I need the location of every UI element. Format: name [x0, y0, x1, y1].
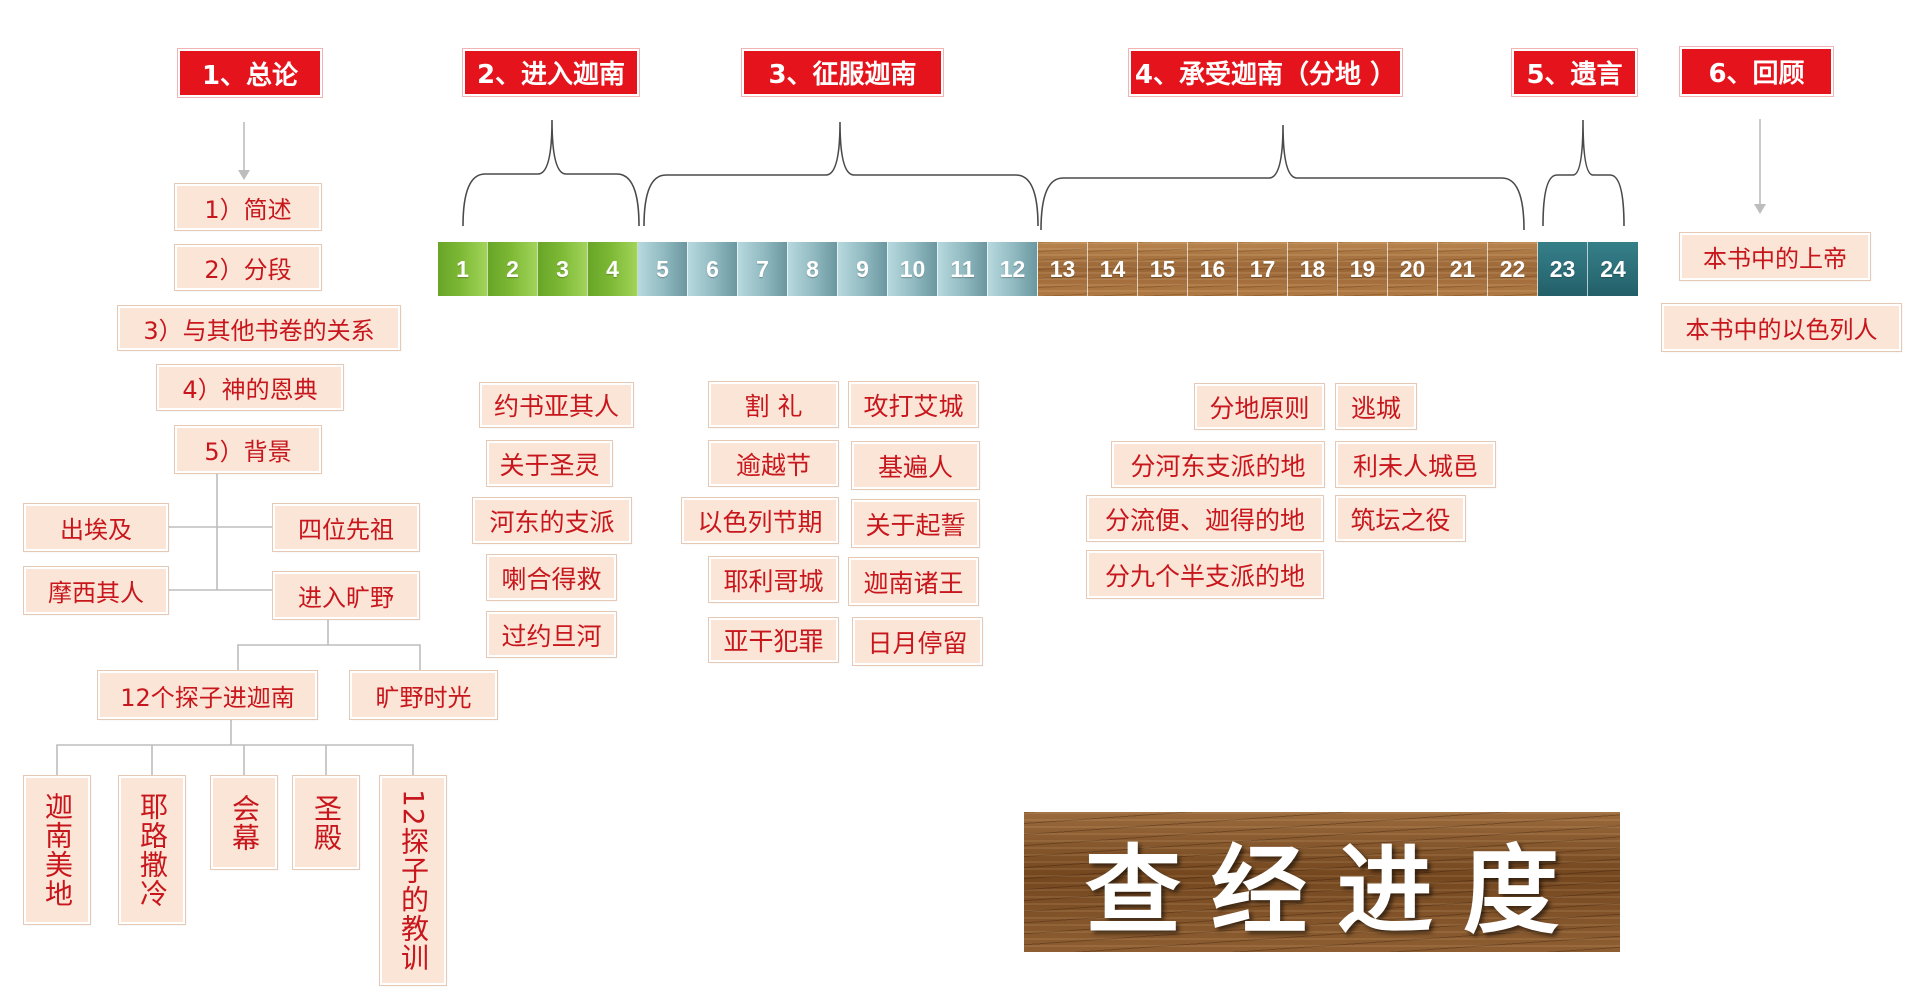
overview-item-outline: 2）分段 — [175, 245, 321, 290]
section-header-inheritance: 4、承受迦南（分地 ） — [1129, 49, 1402, 96]
conquest-topic-circumcision: 割 礼 — [709, 382, 838, 427]
chapter-cell-8: 8 — [788, 242, 838, 296]
chapter-cell-7: 7 — [738, 242, 788, 296]
section-header-conquest: 3、征服迦南 — [742, 49, 943, 96]
chapter-cell-1: 1 — [438, 242, 488, 296]
chapter-cell-9: 9 — [838, 242, 888, 296]
wilderness-years: 旷野时光 — [350, 671, 497, 719]
chapter-cell-20: 20 — [1388, 242, 1438, 296]
chapter-cell-23: 23 — [1538, 242, 1588, 296]
conquest-topic-kings: 迦南诸王 — [849, 558, 978, 605]
inheritance-topic-principle: 分地原则 — [1195, 384, 1324, 429]
chapter-cell-2: 2 — [488, 242, 538, 296]
conquest-topic-jericho: 耶利哥城 — [709, 557, 838, 602]
background-moses: 摩西其人 — [24, 567, 168, 614]
entering-topic-5: 过约旦河 — [487, 612, 616, 657]
section-header-entering: 2、进入迦南 — [463, 49, 639, 96]
arrow-review-head — [1754, 204, 1766, 214]
connector-wilderness-branch — [237, 644, 421, 671]
chapter-cell-13: 13 — [1038, 242, 1088, 296]
chapter-cell-11: 11 — [938, 242, 988, 296]
brace-chapters-23-24 — [1542, 119, 1625, 227]
entering-topic-3: 河东的支派 — [473, 498, 631, 543]
wilderness-spies: 12个探子进迦南 — [98, 671, 317, 719]
conquest-topic-achan: 亚干犯罪 — [709, 618, 838, 662]
arrow-overview-head — [238, 170, 250, 180]
overview-item-background: 5）背景 — [175, 426, 321, 473]
chapter-cell-5: 5 — [638, 242, 688, 296]
section-header-review: 6、回顾 — [1680, 47, 1833, 96]
overview-item-relation: 3）与其他书卷的关系 — [118, 306, 400, 350]
review-topic-god: 本书中的上帝 — [1680, 233, 1870, 280]
spies-topic-tabernacle: 会幕 — [211, 776, 277, 869]
chapter-bar: 1 2 3 4 5 6 7 8 9 10 11 12 13 14 15 16 1… — [438, 242, 1638, 296]
review-topic-israel: 本书中的以色列人 — [1662, 304, 1901, 351]
progress-title-panel: 查经进度 — [1024, 812, 1620, 952]
overview-item-grace: 4）神的恩典 — [157, 365, 343, 410]
brace-chapters-1-4 — [462, 119, 640, 227]
conquest-topic-passover: 逾越节 — [709, 441, 838, 486]
conquest-topic-feasts: 以色列节期 — [682, 498, 838, 543]
inheritance-topic-levite-cities: 利未人城邑 — [1336, 442, 1495, 487]
chapter-cell-3: 3 — [538, 242, 588, 296]
chapter-cell-6: 6 — [688, 242, 738, 296]
chapter-cell-14: 14 — [1088, 242, 1138, 296]
chapter-cell-10: 10 — [888, 242, 938, 296]
inheritance-topic-nine-half: 分九个半支派的地 — [1087, 551, 1323, 598]
background-patriarchs: 四位先祖 — [273, 504, 419, 551]
conquest-topic-sun-moon: 日月停留 — [853, 618, 982, 665]
entering-topic-4: 喇合得救 — [487, 555, 616, 600]
conquest-topic-oath: 关于起誓 — [852, 500, 979, 547]
chapter-cell-18: 18 — [1288, 242, 1338, 296]
spies-topic-temple: 圣殿 — [293, 776, 359, 869]
chapter-cell-21: 21 — [1438, 242, 1488, 296]
overview-item-summary: 1）简述 — [175, 184, 321, 230]
chapter-cell-15: 15 — [1138, 242, 1188, 296]
brace-chapters-13-22 — [1040, 124, 1525, 231]
inheritance-topic-east-tribes: 分河东支派的地 — [1112, 442, 1324, 487]
chapter-cell-22: 22 — [1488, 242, 1538, 296]
inheritance-topic-reuben-gad: 分流便、迦得的地 — [1087, 496, 1323, 541]
spies-topic-jerusalem: 耶路撒冷 — [119, 776, 185, 924]
chapter-cell-17: 17 — [1238, 242, 1288, 296]
connector-spies-branch — [56, 744, 414, 776]
inheritance-topic-refuge: 逃城 — [1336, 384, 1416, 429]
entering-topic-2: 关于圣灵 — [487, 441, 612, 486]
chapter-cell-19: 19 — [1338, 242, 1388, 296]
entering-topic-1: 约书亚其人 — [480, 383, 633, 427]
inheritance-topic-altar: 筑坛之役 — [1336, 496, 1465, 541]
conquest-topic-ai: 攻打艾城 — [849, 382, 978, 427]
chapter-cell-12: 12 — [988, 242, 1038, 296]
chapter-cell-4: 4 — [588, 242, 638, 296]
background-wilderness: 进入旷野 — [273, 572, 419, 619]
brace-chapters-5-12 — [643, 121, 1039, 227]
conquest-topic-gibeon: 基遍人 — [852, 442, 979, 489]
section-header-last-words: 5、遗言 — [1512, 49, 1637, 96]
spies-topic-lesson: 12探子的教训 — [380, 776, 446, 985]
chapter-cell-16: 16 — [1188, 242, 1238, 296]
background-exodus: 出埃及 — [24, 504, 168, 551]
section-header-overview: 1、总论 — [178, 49, 322, 97]
spies-topic-land: 迦南美地 — [24, 776, 90, 924]
chapter-cell-24: 24 — [1588, 242, 1638, 296]
